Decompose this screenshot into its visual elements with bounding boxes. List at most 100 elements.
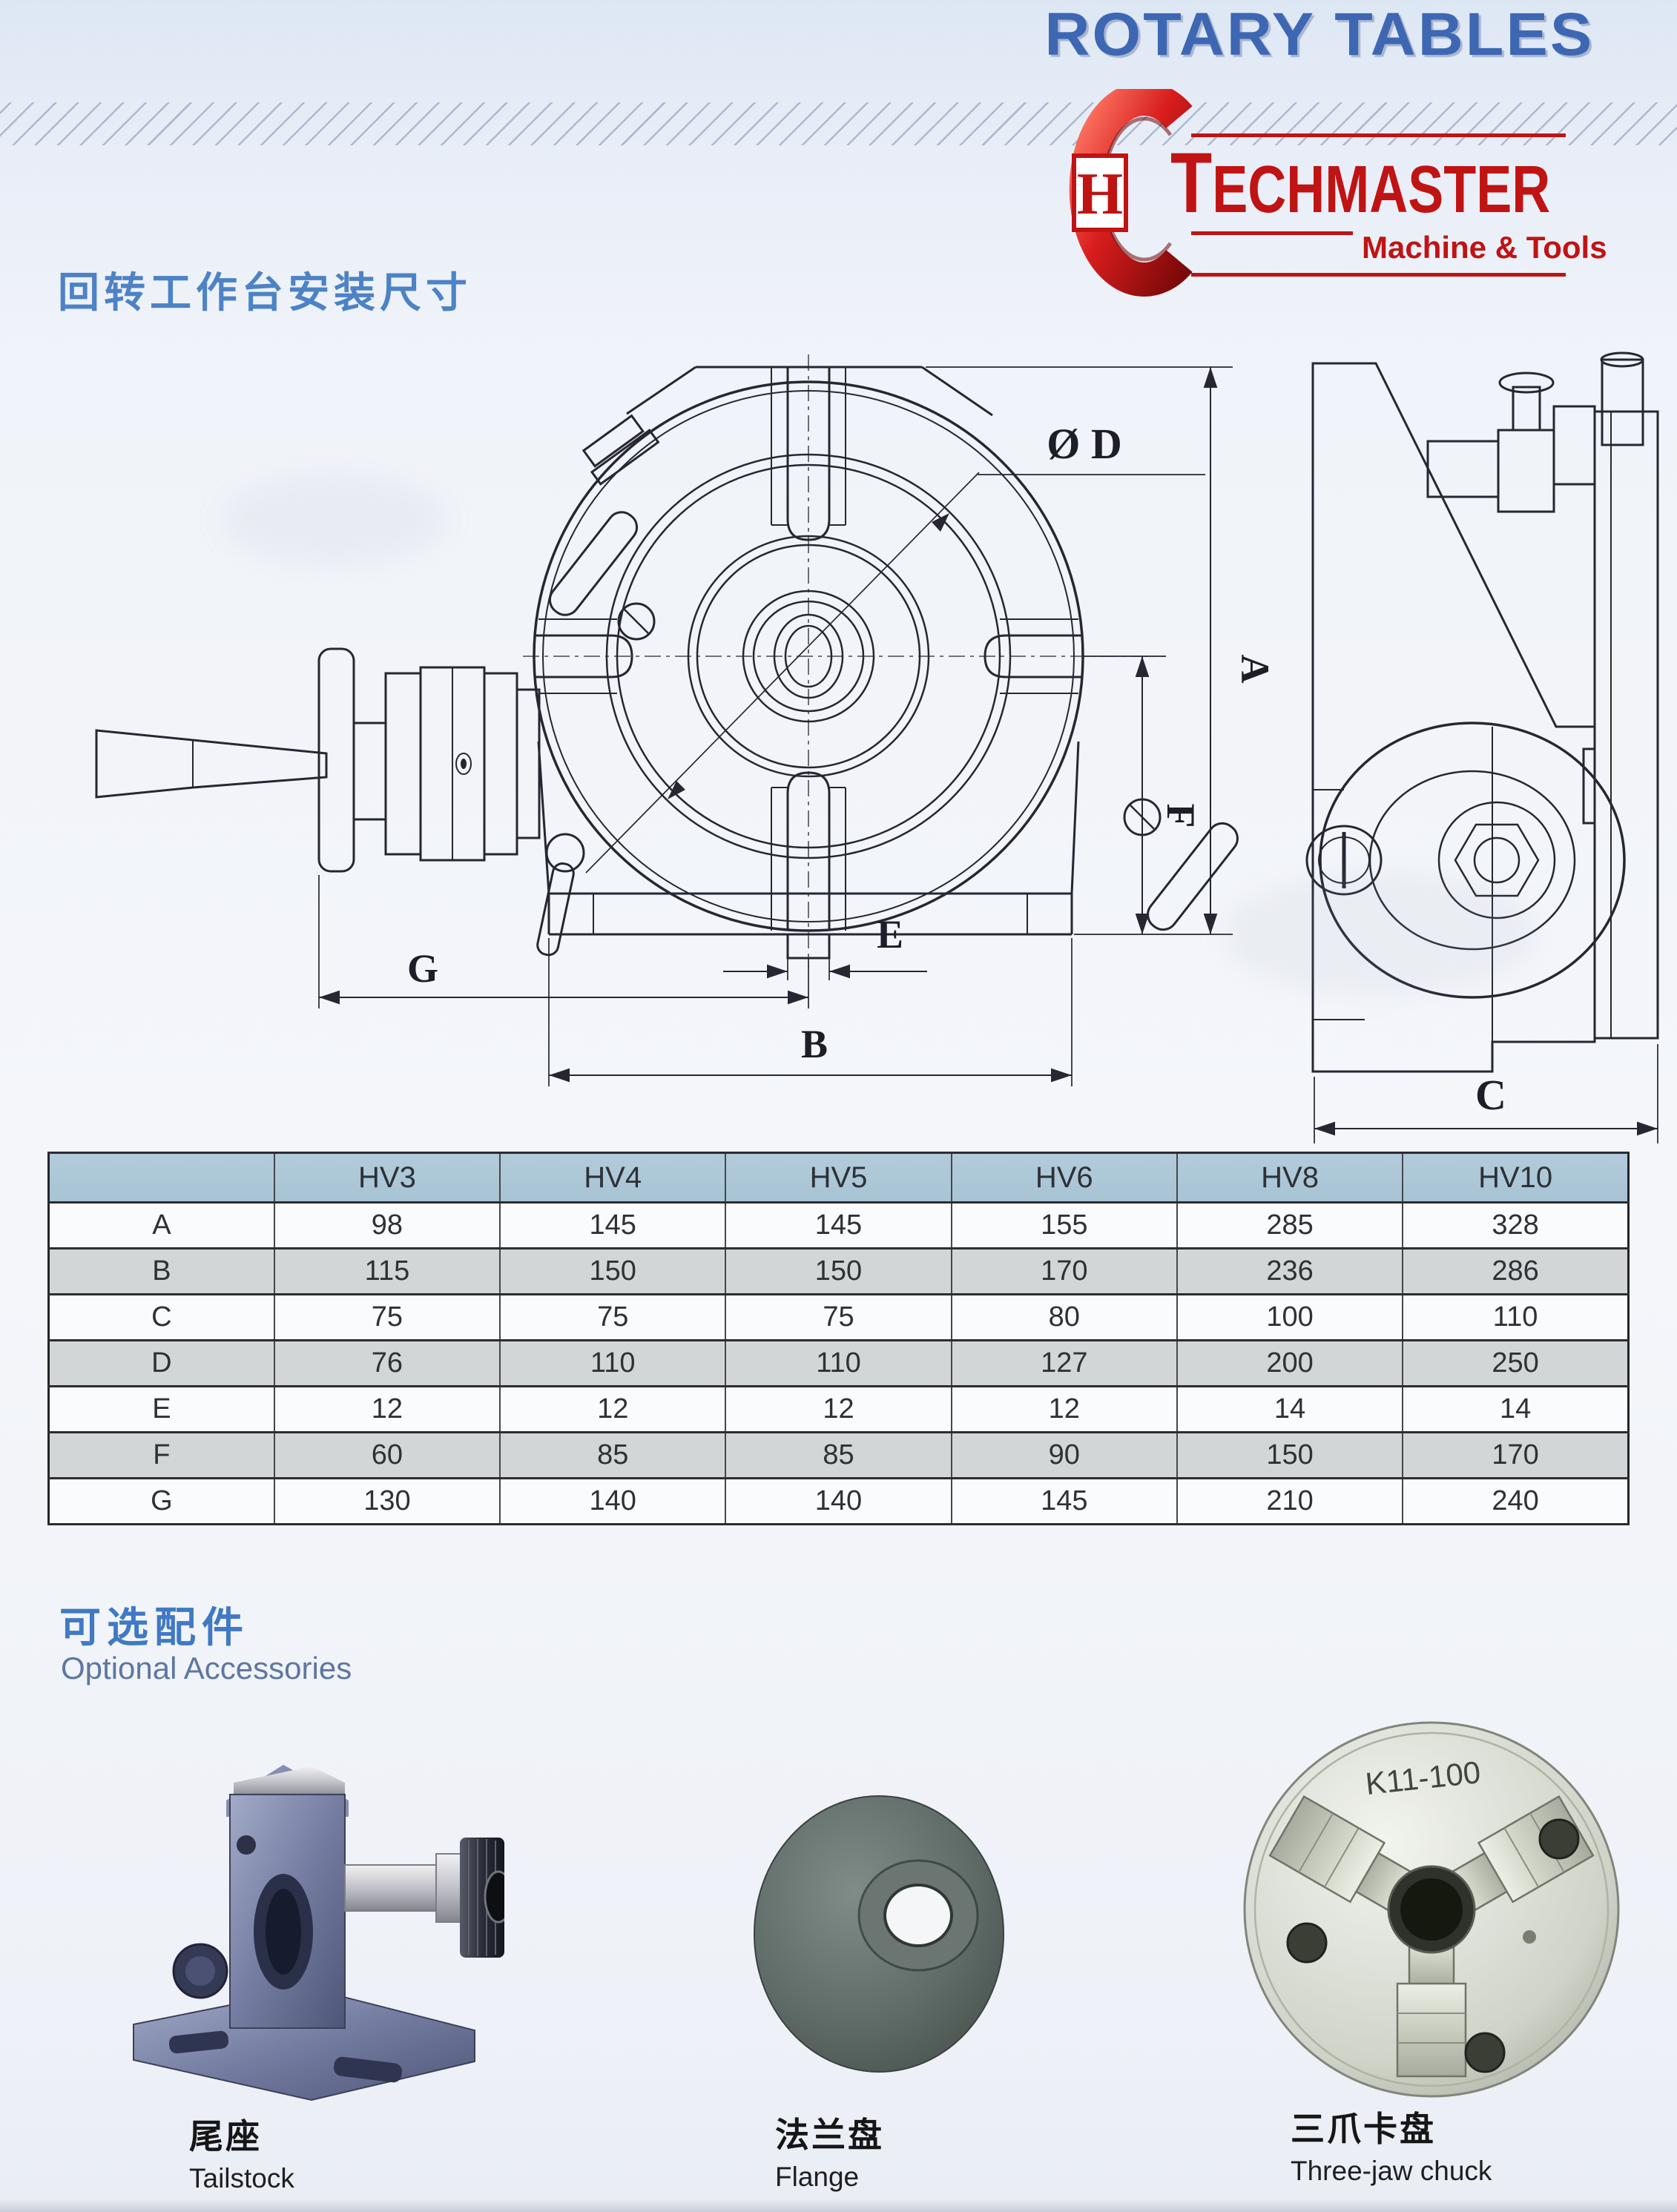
spec-cell: 12 — [499, 1385, 727, 1433]
brand-logo: H TECHMASTER Machine & Tools — [1059, 89, 1607, 300]
accessory-label-tailstock: 尾座 Tailstock — [189, 2110, 294, 2194]
row-label: A — [47, 1201, 275, 1249]
col-header-HV3: HV3 — [273, 1152, 501, 1204]
spec-cell: 60 — [273, 1431, 501, 1479]
accessory-label-chuck: 三爪卡盘 Three-jaw chuck — [1291, 2102, 1492, 2187]
dim-label-a: A — [1233, 655, 1277, 684]
accessory-name-zh: 三爪卡盘 — [1291, 2110, 1436, 2148]
spec-cell: 130 — [273, 1477, 501, 1525]
logo-brand-text: TECHMASTER — [1170, 136, 1551, 231]
front-view-drawing — [95, 354, 1239, 968]
spec-cell: 85 — [725, 1431, 952, 1479]
flange-image — [754, 1795, 1004, 2073]
logo-c-icon: H — [1069, 89, 1193, 297]
spec-cell: 75 — [499, 1293, 727, 1341]
row-label: E — [47, 1385, 275, 1433]
scan-smudge — [1224, 875, 1535, 994]
spec-cell: 12 — [273, 1385, 501, 1433]
spec-cell: 170 — [1402, 1431, 1630, 1479]
front-view-dimensions — [318, 366, 1233, 1086]
spec-cell: 145 — [950, 1477, 1178, 1525]
logo-rule-bottom — [1191, 273, 1566, 277]
spec-cell: 127 — [950, 1339, 1178, 1387]
spec-cell: 150 — [725, 1247, 952, 1295]
accessory-name-en: Flange — [775, 2162, 860, 2192]
spec-cell: 12 — [725, 1385, 952, 1433]
spec-cell: 170 — [950, 1247, 1178, 1295]
spec-cell: 150 — [499, 1247, 727, 1295]
spec-cell: 210 — [1176, 1477, 1404, 1525]
spec-cell: 140 — [499, 1477, 727, 1525]
technical-drawing: Ø D A F E G B C — [95, 351, 1659, 1143]
dim-label-f: F — [1159, 804, 1203, 828]
accessory-name-en: Tailstock — [189, 2163, 294, 2193]
side-view-dimensions — [1314, 1044, 1658, 1143]
hatch-band — [0, 102, 1677, 145]
accessory-name-en: Three-jaw chuck — [1291, 2156, 1492, 2186]
spec-cell: 100 — [1176, 1293, 1404, 1341]
spec-cell: 12 — [950, 1385, 1178, 1433]
scan-edge — [0, 2199, 1677, 2212]
dim-label-b: B — [801, 1022, 828, 1066]
col-header-HV6: HV6 — [950, 1152, 1178, 1204]
spec-cell: 285 — [1176, 1201, 1404, 1249]
spec-cell: 328 — [1402, 1201, 1630, 1249]
col-header-HV8: HV8 — [1176, 1152, 1404, 1204]
col-header-empty — [47, 1152, 275, 1204]
spec-cell: 75 — [725, 1293, 952, 1341]
spec-cell: 150 — [1176, 1431, 1404, 1479]
col-header-HV4: HV4 — [499, 1152, 727, 1204]
spec-cell: 76 — [273, 1339, 501, 1387]
spec-cell: 110 — [725, 1339, 952, 1387]
spec-cell: 90 — [950, 1431, 1178, 1479]
spec-cell: 200 — [1176, 1339, 1404, 1387]
spec-cell: 286 — [1402, 1247, 1630, 1295]
three-jaw-chuck-image: K11-100 — [1243, 1721, 1620, 2098]
accessory-name-zh: 尾座 — [189, 2117, 262, 2156]
spec-cell: 155 — [950, 1201, 1178, 1249]
row-label: D — [47, 1339, 275, 1387]
accessory-label-flange: 法兰盘 Flange — [775, 2108, 884, 2193]
dim-label-e: E — [877, 912, 903, 957]
row-label: B — [47, 1247, 275, 1295]
spec-cell: 145 — [499, 1201, 727, 1249]
spec-cell: 140 — [725, 1477, 952, 1525]
spec-cell: 110 — [1402, 1293, 1630, 1341]
dim-label-diameter: Ø D — [1047, 420, 1122, 468]
handwheel-crank — [95, 647, 541, 873]
spec-cell: 250 — [1402, 1339, 1630, 1387]
row-label: F — [47, 1431, 275, 1479]
logo-tagline: Machine & Tools — [1362, 230, 1607, 265]
section-title-install-dims: 回转工作台安装尺寸 — [58, 269, 472, 316]
row-label: G — [47, 1477, 275, 1525]
scan-smudge — [223, 475, 445, 564]
spec-cell: 85 — [499, 1431, 727, 1479]
logo-rule-mid — [1191, 231, 1353, 235]
accessory-name-zh: 法兰盘 — [775, 2116, 884, 2154]
dim-label-c: C — [1475, 1071, 1506, 1119]
spec-cell: 236 — [1176, 1247, 1404, 1295]
col-header-HV5: HV5 — [725, 1152, 952, 1204]
spec-cell: 145 — [725, 1201, 952, 1249]
page-title: ROTARY TABLES — [1044, 1, 1594, 68]
row-label: C — [47, 1293, 275, 1341]
dim-label-g: G — [407, 946, 438, 991]
spec-cell: 14 — [1176, 1385, 1404, 1433]
section-title-optional-zh: 可选配件 — [59, 1604, 249, 1651]
spec-cell: 98 — [273, 1201, 501, 1249]
spec-cell: 75 — [273, 1293, 501, 1341]
logo-monogram: H — [1077, 162, 1123, 227]
tailstock-image — [133, 1765, 504, 2102]
spec-cell: 110 — [499, 1339, 727, 1387]
col-header-HV10: HV10 — [1402, 1152, 1630, 1204]
side-view-drawing — [1305, 351, 1659, 1073]
